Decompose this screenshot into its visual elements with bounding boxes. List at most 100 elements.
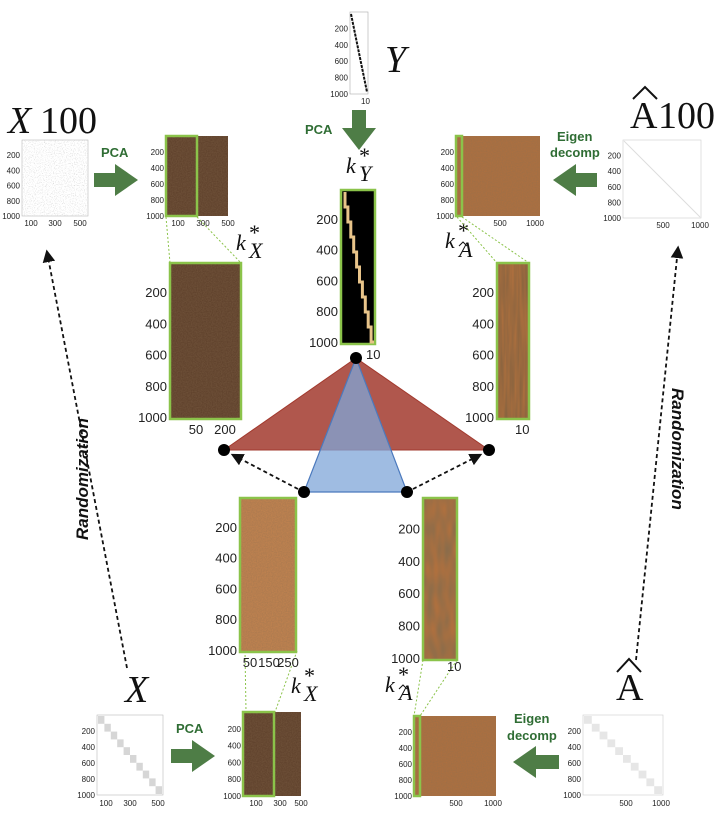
a_small-tick: 200 (568, 727, 582, 736)
triangle-network (218, 352, 495, 498)
label-k-y-k: k (346, 153, 357, 178)
a100_eig_x-tick: 1000 (526, 219, 544, 228)
x_small_x-tick: 100 (99, 799, 113, 808)
label-k-a: k * A (385, 662, 413, 705)
matrix-block (638, 770, 647, 779)
x100_small_x-tick: 500 (73, 219, 87, 228)
x_big-tick: 400 (215, 551, 237, 566)
x_pca-tick: 800 (228, 775, 242, 784)
a_big-tick: 400 (398, 554, 420, 569)
label-k-a-star: * (397, 662, 408, 687)
a_small_x-tick: 500 (619, 799, 633, 808)
eigen-label-a100-1: Eigen (557, 129, 592, 144)
x_big_x-tick: 50 (243, 655, 257, 670)
y_small-tick: 1000 (330, 90, 348, 99)
x_big-tick: 200 (215, 520, 237, 535)
x_pca-tick: 400 (228, 742, 242, 751)
y_small-tick: 800 (335, 74, 349, 83)
randomization-arrow-right (635, 245, 684, 661)
x100_small-tick: 600 (7, 182, 21, 191)
x100_big-tick: 600 (145, 348, 167, 363)
label-k-y-sub: Y (359, 161, 374, 186)
x_small-tick: 200 (82, 727, 96, 736)
x100_small-tick: 800 (7, 197, 21, 206)
label-y: Y (385, 39, 410, 81)
x_big_x-tick: 250 (277, 655, 299, 670)
a100_small_x-tick: 1000 (691, 221, 709, 230)
label-x100-sub: 100 (40, 100, 97, 142)
zoom-lines (165, 216, 530, 717)
y_big-tick: 1000 (309, 335, 338, 350)
label-a100-hat (632, 85, 658, 100)
a_big-tick: 800 (398, 619, 420, 634)
a_big-tick: 200 (398, 521, 420, 536)
label-k-x: k * X (291, 663, 319, 706)
x100_pca_x-tick: 100 (171, 219, 185, 228)
x_small_x-tick: 500 (151, 799, 165, 808)
label-k-x-star: * (303, 663, 314, 688)
triangle-blue (303, 356, 408, 493)
matrix-block (607, 739, 616, 748)
x_big-tick: 1000 (208, 643, 237, 658)
a100_small-tick: 1000 (603, 214, 621, 223)
matrix-block (117, 739, 124, 748)
matrix-block (136, 762, 143, 771)
pca-label-x100: PCA (101, 145, 129, 160)
x100_pca-tick: 1000 (146, 212, 164, 221)
y_small-tick: 400 (335, 41, 349, 50)
a_eig-tick: 1000 (394, 792, 412, 801)
x100_small_x-tick: 100 (24, 219, 38, 228)
x_pca-tick: 1000 (223, 792, 241, 801)
a100_big-tick: 600 (472, 348, 494, 363)
a_eig_x-tick: 500 (449, 799, 463, 808)
pca-arrow-x (171, 740, 215, 772)
matrix-block (104, 723, 111, 732)
y_small-tick: 600 (335, 57, 349, 66)
x_pca_x-tick: 100 (249, 799, 263, 808)
eigen-label-a-1: Eigen (514, 711, 549, 726)
x_big-tick: 800 (215, 612, 237, 627)
x100_small_x-tick: 300 (48, 219, 62, 228)
label-k-a100-sub: A (457, 237, 473, 262)
a_eig-tick: 400 (399, 744, 413, 753)
pca-arrow-x100 (94, 164, 138, 196)
label-k-a100: k * A (445, 218, 473, 262)
a_small-tick: 600 (568, 759, 582, 768)
label-k-x-k: k (291, 673, 302, 698)
matrix-block (623, 755, 631, 763)
x_big-tick: 600 (215, 581, 237, 596)
eigen-label-a-2: decomp (507, 728, 557, 743)
a_small_x-tick: 1000 (652, 799, 670, 808)
a_eig-tick: 600 (399, 760, 413, 769)
a100-big-xtick: 10 (515, 422, 529, 437)
x_pca_x-tick: 500 (294, 799, 308, 808)
x_pca_x-tick: 300 (273, 799, 287, 808)
node-bottom-right (401, 486, 413, 498)
x100_big_x-tick: 50 (189, 422, 203, 437)
x_small-tick: 800 (82, 775, 96, 784)
y_big-tick: 400 (316, 243, 338, 258)
x100_big-tick: 200 (145, 285, 167, 300)
a100_eig-tick: 600 (441, 180, 455, 189)
y_big-tick: 800 (316, 304, 338, 319)
a100_small-tick: 400 (608, 167, 622, 176)
x100_big_x-tick: 200 (214, 422, 236, 437)
pca-label-x: PCA (176, 721, 204, 736)
a_small-tick: 1000 (563, 791, 581, 800)
matrix-block (646, 778, 655, 787)
x100_pca-tick: 600 (151, 180, 165, 189)
label-k-a-hat (398, 684, 408, 690)
matrix-block (130, 755, 137, 763)
a_big-tick: 600 (398, 586, 420, 601)
y-big-xtick: 10 (366, 347, 380, 362)
y_big-tick: 200 (316, 212, 338, 227)
matrix-block (630, 762, 639, 771)
matrix-block (654, 786, 662, 794)
